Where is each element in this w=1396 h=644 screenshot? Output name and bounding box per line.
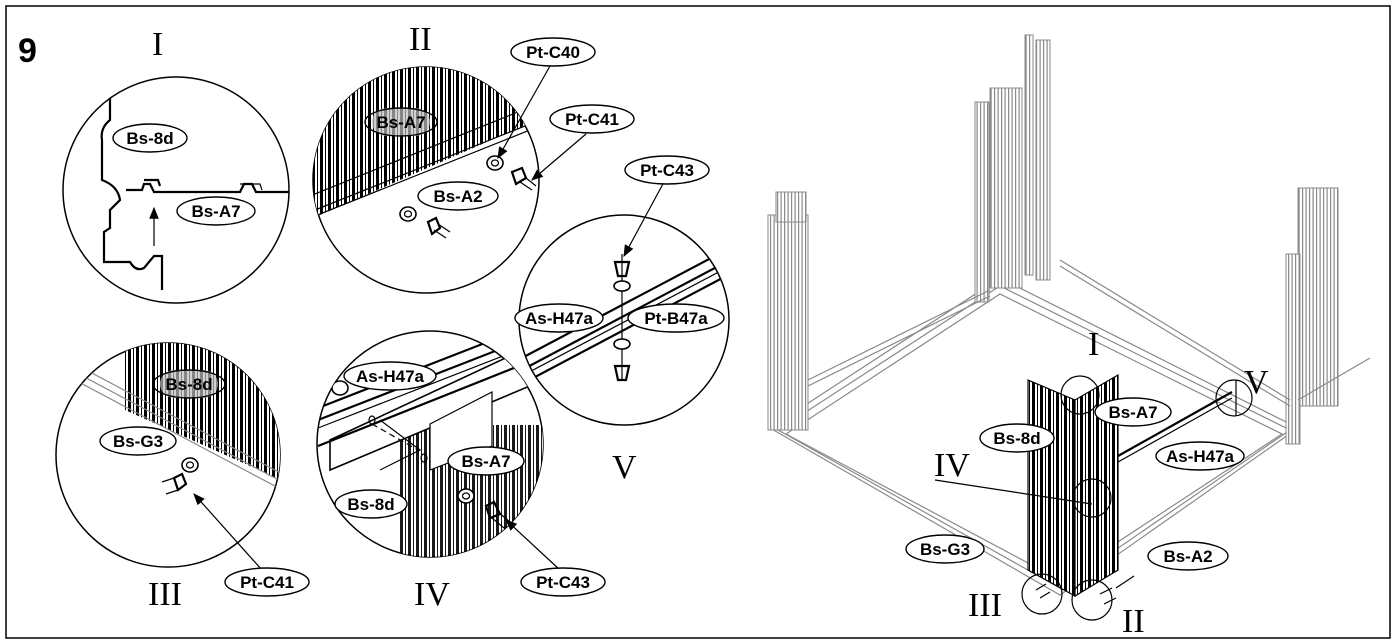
svg-text:Pt-C41: Pt-C41 xyxy=(240,573,294,592)
tag-bs-a7: Bs-A7 xyxy=(364,107,438,137)
detail-III: III xyxy=(55,342,281,613)
overview-label-IV: IV xyxy=(934,447,970,484)
svg-text:Bs-A7: Bs-A7 xyxy=(376,113,425,132)
tag-bs-g3: Bs-G3 xyxy=(905,534,985,564)
detail-I-label: I xyxy=(152,26,163,63)
tag-pt-c43: Pt-C43 xyxy=(624,155,710,185)
tag-bs-a2: Bs-A2 xyxy=(417,181,499,211)
svg-text:Bs-8d: Bs-8d xyxy=(993,429,1040,448)
svg-text:Pt-C40: Pt-C40 xyxy=(526,43,580,62)
tag-bs-g3: Bs-G3 xyxy=(99,426,177,456)
overview-label-I: I xyxy=(1088,326,1099,363)
svg-text:Bs-A7: Bs-A7 xyxy=(461,452,510,471)
svg-text:Pt-C43: Pt-C43 xyxy=(536,573,590,592)
tag-bs-a7: Bs-A7 xyxy=(447,446,525,476)
tag-bs-8d: Bs-8d xyxy=(112,123,188,153)
svg-text:As-H47a: As-H47a xyxy=(525,309,594,328)
svg-text:Bs-8d: Bs-8d xyxy=(165,375,212,394)
tag-bs-a2: Bs-A2 xyxy=(1147,541,1229,571)
tag-as-h47a: As-H47a xyxy=(1155,441,1245,471)
tag-bs-8d: Bs-8d xyxy=(152,369,226,399)
svg-text:Bs-A7: Bs-A7 xyxy=(191,202,240,221)
detail-II-label: II xyxy=(409,21,432,58)
svg-text:Bs-8d: Bs-8d xyxy=(347,495,394,514)
tag-bubbles: Bs-8d Bs-A7 Pt-C40 Pt-C41 Bs-A7 Bs-A2 Pt… xyxy=(99,37,1245,597)
svg-text:Pt-C41: Pt-C41 xyxy=(565,110,619,129)
tag-pt-c41: Pt-C41 xyxy=(549,104,635,134)
svg-text:Bs-A7: Bs-A7 xyxy=(1108,403,1157,422)
tag-bs-a7: Bs-A7 xyxy=(176,196,256,226)
svg-text:As-H47a: As-H47a xyxy=(356,367,425,386)
detail-IV: IV xyxy=(316,330,561,613)
svg-text:As-H47a: As-H47a xyxy=(1166,447,1235,466)
svg-text:Bs-A2: Bs-A2 xyxy=(433,187,482,206)
svg-text:Bs-G3: Bs-G3 xyxy=(113,432,163,451)
overview-label-II: II xyxy=(1122,603,1145,640)
svg-text:Bs-A2: Bs-A2 xyxy=(1163,547,1212,566)
svg-text:Pt-B47a: Pt-B47a xyxy=(644,309,708,328)
tag-pt-c40: Pt-C40 xyxy=(510,37,596,67)
tag-pt-b47a: Pt-B47a xyxy=(627,303,725,333)
tag-pt-c41: Pt-C41 xyxy=(224,567,310,597)
detail-I: I xyxy=(62,26,290,304)
svg-text:Bs-8d: Bs-8d xyxy=(126,129,173,148)
overview-shed-frame: I V IV III II xyxy=(767,34,1371,640)
detail-V: V xyxy=(518,181,730,486)
tag-bs-8d: Bs-8d xyxy=(979,423,1055,453)
overview-label-III: III xyxy=(968,587,1002,624)
svg-text:Bs-G3: Bs-G3 xyxy=(920,540,970,559)
tag-bs-8d: Bs-8d xyxy=(334,489,408,519)
tag-pt-c43: Pt-C43 xyxy=(520,567,606,597)
detail-II: II xyxy=(312,21,587,294)
tag-bs-a7: Bs-A7 xyxy=(1094,397,1172,427)
step-number: 9 xyxy=(18,32,37,70)
detail-V-label: V xyxy=(612,449,637,486)
svg-text:Pt-C43: Pt-C43 xyxy=(640,161,694,180)
page-border xyxy=(5,5,1391,639)
overview-label-V: V xyxy=(1244,364,1269,401)
detail-III-label: III xyxy=(148,576,182,613)
detail-IV-label: IV xyxy=(414,576,450,613)
tag-as-h47a: As-H47a xyxy=(343,361,437,391)
tag-as-h47a: As-H47a xyxy=(514,303,604,333)
